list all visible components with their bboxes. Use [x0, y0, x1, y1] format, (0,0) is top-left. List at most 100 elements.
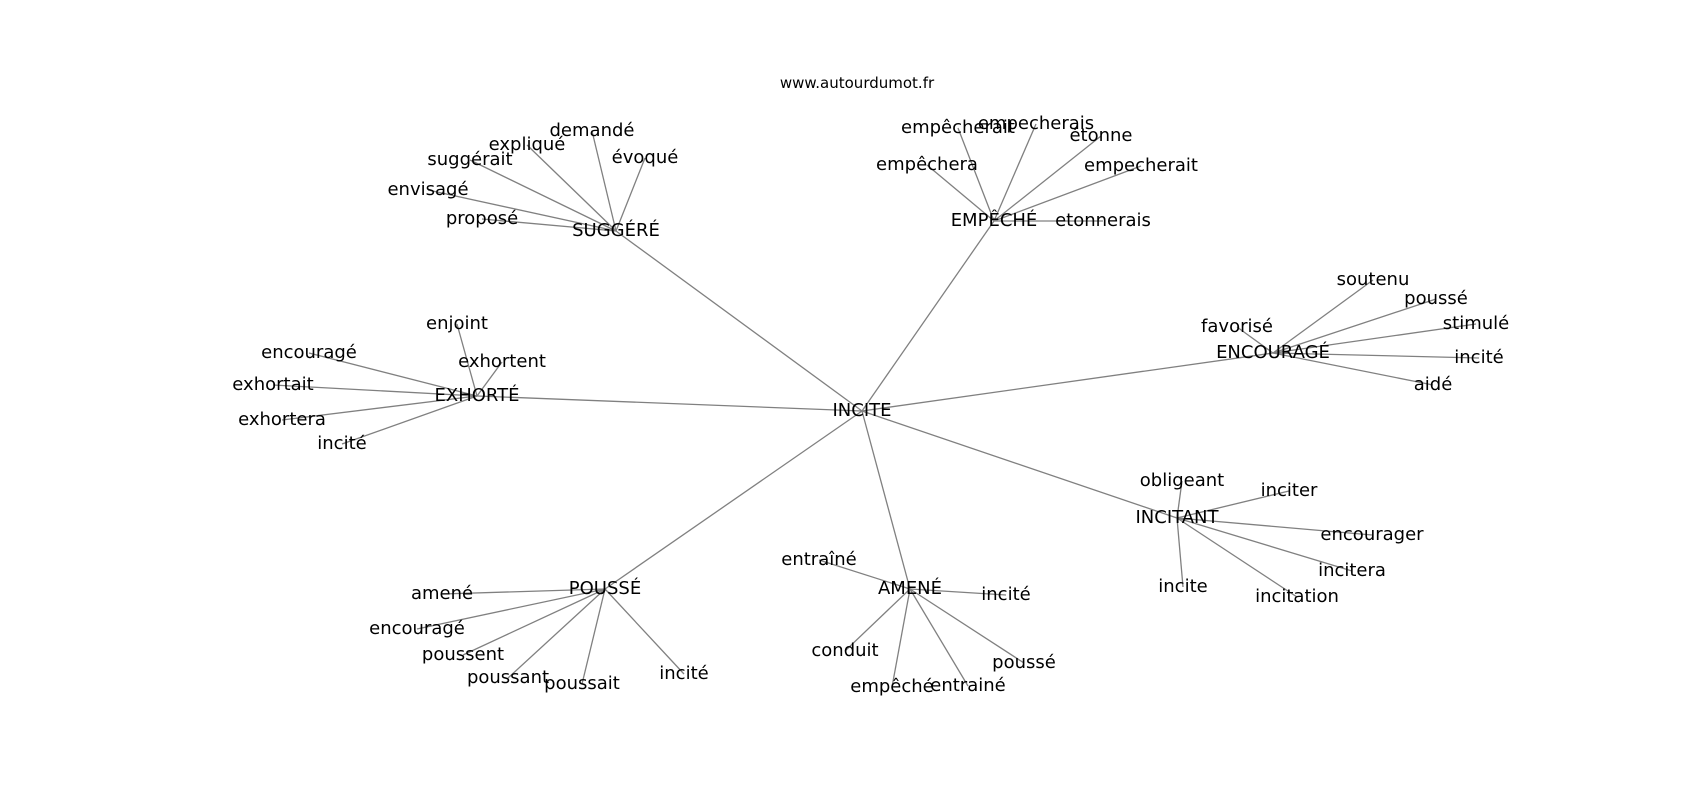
node-x-incite[interactable]: incité — [317, 433, 366, 454]
node-i-incitation[interactable]: incitation — [1255, 586, 1339, 607]
edge-amene_hub-a_pousse — [909, 588, 1025, 664]
edge-empeche-e_empecherait — [957, 127, 995, 222]
edge-pousse_hub-p_incite — [604, 588, 685, 675]
node-encourage-hub[interactable]: ENCOURAGÉ — [1216, 341, 1330, 363]
nodes-layer: INCITE SUGGÉRÉ EMPÊCHÉ ENCOURAGÉ EXHORTÉ INCI… — [232, 113, 1509, 697]
node-e-empecherais[interactable]: empecherais — [978, 113, 1094, 134]
edge-empeche-e_empecherais — [993, 123, 1037, 222]
edge-encourage_hub-c_favorise — [1236, 326, 1274, 354]
node-s-envisage[interactable]: envisagé — [387, 179, 468, 200]
node-pousse-hub[interactable]: POUSSÉ — [569, 577, 641, 599]
edge-encourage_hub-c_aide — [1272, 352, 1434, 386]
node-p-poussent[interactable]: poussent — [422, 644, 504, 665]
edge-exhorte-x_exhortera — [281, 395, 478, 421]
node-x-exhortera[interactable]: exhortera — [238, 409, 326, 430]
edge-incitant-i_incitera — [1176, 517, 1353, 572]
node-a-pousse[interactable]: poussé — [992, 652, 1056, 673]
edge-pousse_hub-p_poussant — [507, 588, 606, 679]
node-empeche[interactable]: EMPÊCHÉ — [951, 209, 1038, 231]
node-s-explique[interactable]: expliqué — [489, 134, 566, 155]
edge-suggere-s_envisage — [427, 189, 617, 232]
node-exhorte[interactable]: EXHORTÉ — [435, 384, 520, 406]
node-e-empecherait2[interactable]: empecherait — [1084, 155, 1198, 176]
edge-incite_center-amene_hub — [861, 410, 911, 590]
edge-suggere-s_evoque — [615, 157, 646, 232]
edge-suggere-s_explique — [526, 144, 617, 232]
edge-empeche-e_empecherait2 — [993, 165, 1142, 222]
node-i-inciter[interactable]: inciter — [1261, 480, 1318, 501]
node-p-poussait[interactable]: poussait — [544, 673, 620, 694]
node-i-incite[interactable]: incite — [1158, 576, 1207, 597]
edge-encourage_hub-c_soutenu — [1272, 279, 1374, 354]
node-i-obligeant[interactable]: obligeant — [1140, 470, 1224, 491]
edge-encourage_hub-c_pousse — [1272, 298, 1437, 354]
edge-pousse_hub-p_poussait — [581, 588, 606, 685]
edge-suggere-s_suggerait — [469, 159, 617, 232]
node-c-soutenu[interactable]: soutenu — [1337, 269, 1410, 290]
edge-empeche-e_empechera — [926, 164, 995, 222]
edge-incitant-i_encourager — [1176, 517, 1373, 536]
node-p-amene[interactable]: amené — [411, 583, 473, 604]
node-s-propose[interactable]: proposé — [446, 208, 518, 229]
node-a-entraine[interactable]: entraîné — [781, 549, 856, 570]
node-x-exhortait[interactable]: exhortait — [232, 374, 313, 395]
node-c-incite[interactable]: incité — [1454, 347, 1503, 368]
edge-incitant-i_incitation — [1176, 517, 1298, 598]
node-i-encourager[interactable]: encourager — [1320, 524, 1424, 545]
edge-amene_hub-a_entraine2 — [909, 588, 969, 687]
node-e-etonnerais[interactable]: etonnerais — [1055, 210, 1151, 231]
node-c-favorise[interactable]: favorisé — [1201, 316, 1273, 337]
node-e-empecherait[interactable]: empêcherait — [901, 117, 1015, 138]
node-c-pousse[interactable]: poussé — [1404, 288, 1468, 309]
node-amene-hub[interactable]: AMENÉ — [878, 577, 942, 599]
edge-encourage_hub-c_stimule — [1272, 323, 1477, 354]
node-incitant[interactable]: INCITANT — [1135, 507, 1219, 528]
node-p-incite[interactable]: incité — [659, 663, 708, 684]
edge-pousse_hub-p_encourage — [416, 588, 606, 630]
edge-empeche-e_etonne — [993, 135, 1102, 222]
edge-incite_center-empeche — [861, 220, 995, 412]
node-x-enjoint[interactable]: enjoint — [426, 313, 488, 334]
edge-incite_center-pousse_hub — [604, 410, 863, 590]
edge-incitant-i_inciter — [1176, 490, 1290, 519]
edge-amene_hub-a_empeche — [891, 588, 911, 688]
node-p-poussant[interactable]: poussant — [467, 667, 549, 688]
node-p-encourage[interactable]: encouragé — [369, 618, 465, 639]
edges-layer — [272, 123, 1480, 688]
edge-exhorte-x_encourage — [308, 352, 478, 397]
site-url-label: www.autourdumot.fr — [780, 74, 935, 92]
node-x-encourage[interactable]: encouragé — [261, 342, 357, 363]
edge-amene_hub-a_conduit — [844, 588, 911, 652]
edge-incite_center-exhorte — [476, 395, 863, 412]
node-s-demande[interactable]: demandé — [550, 120, 635, 141]
edge-exhorte-x_exhortait — [272, 384, 478, 397]
node-a-entraine2[interactable]: entrainé — [930, 675, 1005, 696]
edge-exhorte-x_enjoint — [456, 323, 478, 397]
edge-incitant-i_incite — [1176, 517, 1184, 588]
edge-suggere-s_propose — [481, 218, 617, 232]
edge-encourage_hub-c_incite — [1272, 352, 1480, 359]
edge-incitant-i_obligeant — [1176, 480, 1183, 519]
edge-suggere-s_demande — [591, 130, 617, 232]
edge-incite_center-encourage_hub — [861, 352, 1274, 412]
node-a-empeche[interactable]: empêché — [850, 676, 934, 697]
node-x-exhortent[interactable]: exhortent — [458, 351, 546, 372]
node-e-empechera[interactable]: empêchera — [876, 154, 978, 175]
edge-amene_hub-a_entraine — [818, 559, 911, 590]
node-s-suggerait[interactable]: suggérait — [427, 149, 512, 170]
node-incite-center[interactable]: INCITE — [832, 400, 891, 421]
edge-pousse_hub-p_amene — [441, 588, 606, 595]
edge-pousse_hub-p_poussent — [462, 588, 606, 656]
edge-exhorte-x_incite — [341, 395, 478, 445]
edge-exhorte-x_exhortent — [476, 361, 503, 397]
node-e-etonne[interactable]: étonne — [1069, 125, 1132, 146]
node-a-conduit[interactable]: conduit — [811, 640, 878, 661]
node-a-incite[interactable]: incité — [981, 584, 1030, 605]
node-c-aide[interactable]: aidé — [1414, 374, 1453, 395]
node-c-stimule[interactable]: stimulé — [1443, 313, 1509, 334]
node-i-incitera[interactable]: incitera — [1318, 560, 1386, 581]
edge-incite_center-incitant — [861, 410, 1178, 519]
node-s-evoque[interactable]: évoqué — [612, 147, 679, 168]
node-suggere[interactable]: SUGGÉRÉ — [572, 219, 660, 241]
